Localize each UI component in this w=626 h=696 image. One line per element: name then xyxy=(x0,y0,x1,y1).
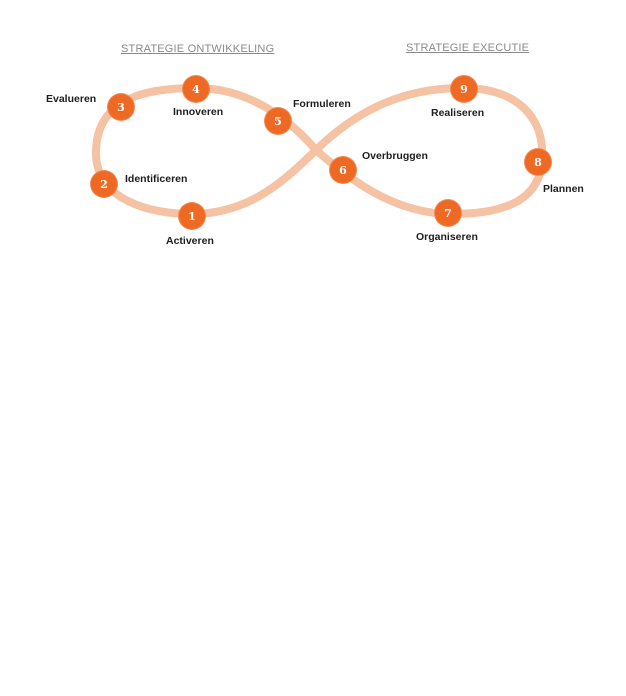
step-1-node: 1 xyxy=(179,203,205,229)
step-2-label: Identificeren xyxy=(125,173,188,185)
step-7-node: 7 xyxy=(435,200,461,226)
section-title-development: STRATEGIE ONTWIKKELING xyxy=(121,43,275,55)
step-7-label: Organiseren xyxy=(416,231,478,243)
step-3-node: 3 xyxy=(108,94,134,120)
step-5-node: 5 xyxy=(265,108,291,134)
step-1-label: Activeren xyxy=(166,235,214,247)
step-3-label: Evalueren xyxy=(46,93,97,105)
step-8-node: 8 xyxy=(525,149,551,175)
step-8-label: Plannen xyxy=(543,183,584,195)
step-4-node: 4 xyxy=(183,76,209,102)
infinity-loop-path xyxy=(91,83,547,219)
step-4-label: Innoveren xyxy=(173,106,224,118)
section-title-execution: STRATEGIE EXECUTIE xyxy=(406,42,530,54)
step-5-label: Formuleren xyxy=(293,98,351,110)
step-2-node: 2 xyxy=(91,171,117,197)
step-9-node: 9 xyxy=(451,76,477,102)
step-6-label: Overbruggen xyxy=(362,150,428,162)
step-6-node: 6 xyxy=(330,157,356,183)
step-9-label: Realiseren xyxy=(431,107,485,119)
